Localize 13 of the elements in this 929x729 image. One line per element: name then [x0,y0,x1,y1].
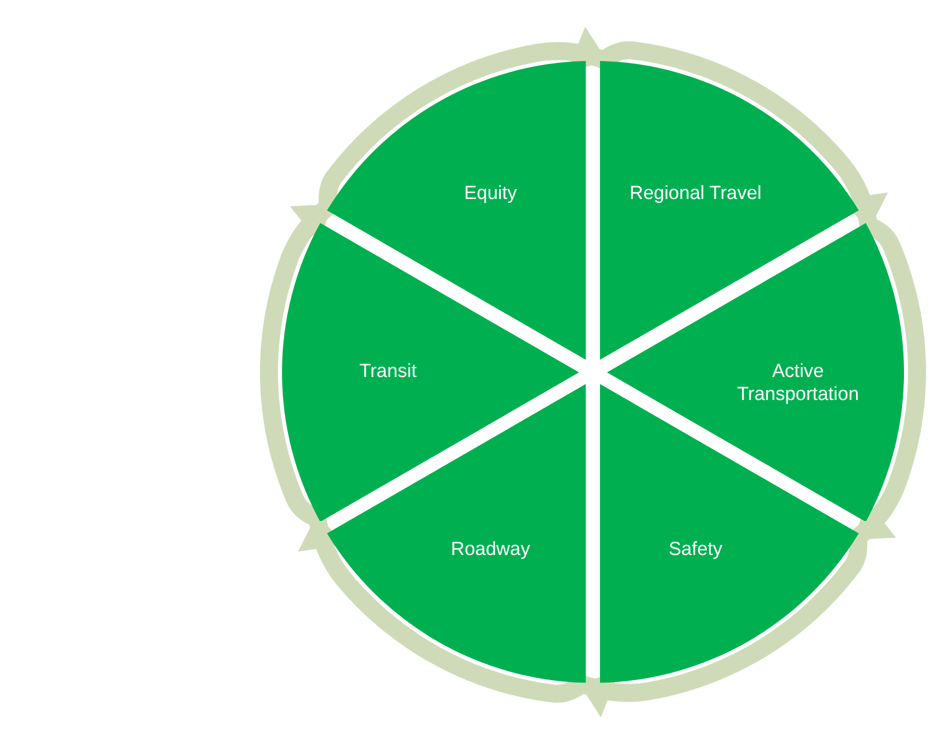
segment-label: Roadway [450,538,532,561]
pie-segment [327,384,586,683]
segment-label: Transit [358,360,418,383]
segment-label: Equity [463,182,518,206]
segment-label: Active Transportation [736,360,860,406]
pie-segment [607,222,904,522]
pie-segment [600,384,859,683]
pie-segment [600,61,859,360]
segment-label: Regional Travel [628,182,763,206]
pie-segment [282,222,579,522]
pie-segment [327,61,586,360]
segment-label: Safety [668,538,724,561]
curved-arrow [260,200,336,527]
